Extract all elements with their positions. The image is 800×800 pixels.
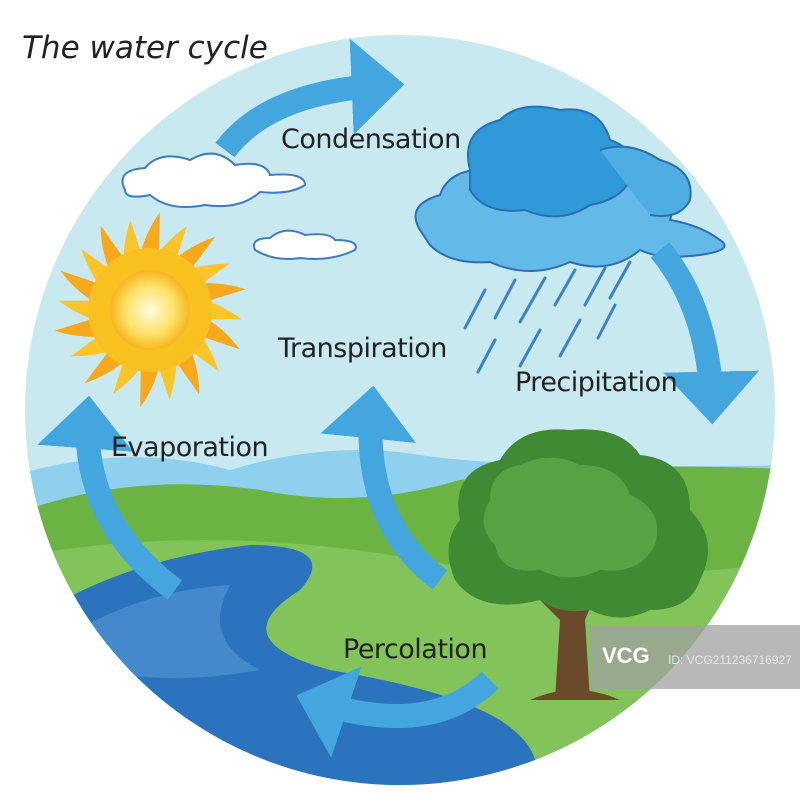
label-percolation: Percolation <box>343 634 488 665</box>
precipitation-arrow <box>650 242 760 425</box>
transpiration-arrow <box>320 385 448 590</box>
cloud-icon <box>121 152 357 260</box>
sun-ray <box>60 270 99 302</box>
condensation-arrow <box>215 38 405 158</box>
percolation-arrow <box>296 666 499 758</box>
sun-ray <box>158 361 177 400</box>
label-evaporation: Evaporation <box>111 432 269 463</box>
label-precipitation: Precipitation <box>515 367 678 398</box>
watermark: VCG ID: VCG211236716927 <box>590 625 800 689</box>
sun-ray <box>54 318 99 337</box>
watermark-id: ID: VCG211236716927 <box>668 653 792 667</box>
label-transpiration: Transpiration <box>278 333 447 364</box>
sun-ray <box>58 300 93 320</box>
sun-ray <box>140 212 160 253</box>
sun-ray <box>123 220 142 259</box>
evaporation-arrow <box>37 395 183 600</box>
sun-icon: /* rays drawn below */ <box>54 212 246 408</box>
watermark-logo: VCG <box>602 643 650 668</box>
sun-ray <box>140 367 160 408</box>
rain-cloud-icon <box>414 105 726 374</box>
sun-ray <box>201 283 246 302</box>
tree-icon <box>448 429 708 700</box>
label-condensation: Condensation <box>281 124 461 155</box>
sun-ray <box>207 300 242 320</box>
sun-ray <box>201 318 240 350</box>
cycle-arrows <box>37 38 760 758</box>
diagram-title: The water cycle <box>22 30 268 66</box>
